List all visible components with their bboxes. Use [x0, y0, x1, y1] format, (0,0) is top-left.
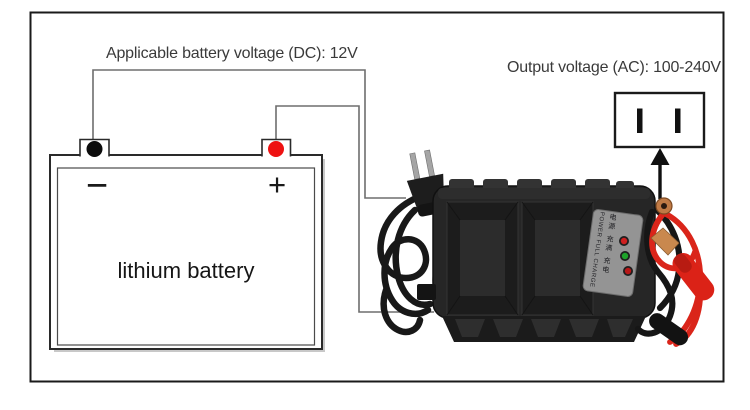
arrow-up-icon: [650, 148, 670, 199]
outlet-icon: [613, 91, 706, 149]
led-indicators: [619, 236, 633, 276]
charger-top-strip: [438, 188, 650, 199]
power-cord-coil: [377, 192, 450, 336]
negative-terminal-icon: [86, 141, 103, 157]
dc-voltage-label: Applicable battery voltage (DC): 12V: [106, 45, 358, 62]
black-clip-icon: [649, 313, 689, 346]
positive-terminal-icon: [268, 141, 284, 157]
wire-negative: [92, 69, 406, 199]
outlet-slot-left: [637, 108, 643, 133]
charger-image: [377, 149, 715, 347]
led-full: [621, 252, 629, 260]
battery-name-label: lithium battery: [117, 258, 255, 283]
clip-cables: [634, 197, 715, 347]
battery-box: [49, 138, 325, 352]
dc-cable-connector: [417, 284, 436, 300]
red-clip-icon: [650, 227, 715, 301]
outlet-plate: [613, 91, 706, 149]
charger-base: [442, 316, 646, 342]
battery-inner: [56, 167, 316, 346]
outlet-slot-right: [675, 108, 681, 133]
led-power: [620, 237, 628, 245]
ring-terminal-icon: [655, 197, 673, 215]
led-charge: [624, 267, 632, 275]
charger-panels: [446, 201, 594, 316]
frame-border: [29, 11, 725, 383]
positive-symbol: +: [267, 167, 287, 202]
negative-symbol: −: [85, 165, 109, 207]
ac-voltage-label: Output voltage (AC): 100-240V: [507, 59, 721, 76]
